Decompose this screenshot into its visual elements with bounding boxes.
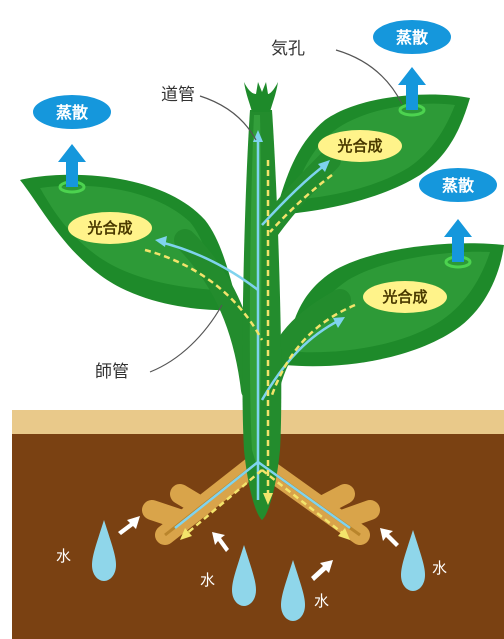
xylem-label: 道管 [161,85,195,105]
water-label-3: 水 [314,592,329,610]
transpiration-label-left: 蒸散 [56,103,89,122]
photosynthesis-label-upper-right: 光合成 [336,137,382,155]
water-label-4: 水 [432,559,447,577]
phloem-label: 師管 [95,362,129,382]
water-label-1: 水 [56,547,71,565]
stem [242,110,281,520]
photosynthesis-label-left: 光合成 [86,219,132,237]
transpiration-label-lower-right: 蒸散 [442,176,475,195]
photosynthesis-label-lower-right: 光合成 [381,288,427,306]
photosynthesis-badge-left: 光合成 [68,212,152,244]
xylem-leader-line [200,96,256,140]
photosynthesis-badge-upper-right: 光合成 [318,130,402,162]
transpiration-label-upper-right: 蒸散 [396,28,429,47]
transpiration-bubble-upper-right: 蒸散 [372,19,452,55]
bud [244,82,278,112]
stomata-label: 気孔 [271,39,305,59]
photosynthesis-badge-lower-right: 光合成 [363,281,447,313]
stomata-leader-line [336,50,402,104]
transpiration-bubble-lower-right: 蒸散 [418,167,498,203]
water-label-2: 水 [200,571,215,589]
transpiration-bubble-left: 蒸散 [32,94,112,130]
phloem-leader-line [150,305,222,372]
